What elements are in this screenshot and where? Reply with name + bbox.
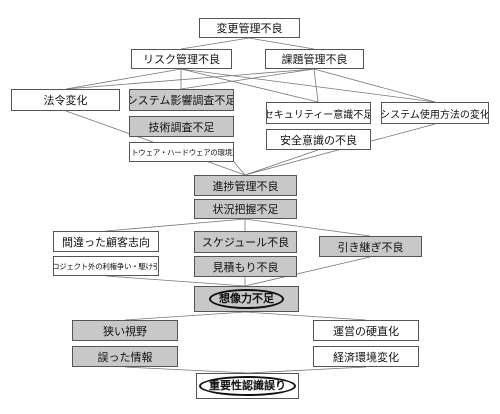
connector-line [244,256,371,287]
node-project-gai-riken-arasoi: プロジェクト外の利権争い・駆け引き [53,256,159,276]
node-project-label: プロジェクト外の利権争い・駆け引き [54,261,158,271]
node-kadai-kanri-furyou: 課題管理不良 [265,49,364,69]
connector-line [248,37,315,50]
node-shinchoku-label: 進捗管理不良 [212,179,279,193]
node-software-label: ソフトウェア・ハードウェアの環境変化 [130,147,233,157]
connector-line [244,311,367,321]
node-juuyousei-label: 重要性認識誤り [199,376,296,396]
node-gijutsu-label: 技術調査不足 [148,120,215,134]
node-machigatta-label: 間違った顧客志向 [62,235,150,249]
node-schedule-furyou: スケジュール不良 [194,231,297,253]
node-system-eikyo-chousa-fusoku: システム影響調査不足 [129,89,234,111]
connector-line [105,218,246,232]
node-schedule-label: スケジュール不良 [201,236,290,249]
connector-line [313,68,436,103]
node-security-ishiki-fusoku: セキュリティー意識不足 [266,102,371,124]
node-semai-shiya: 狭い視野 [72,320,178,341]
node-ayamatta-jouhou: 誤った情報 [72,346,178,367]
node-henkou-label: 変更管理不良 [216,22,283,35]
connector-line [105,275,246,287]
connector-line [180,68,319,103]
node-souzouryoku-fusoku: 想像力不足 [194,286,299,312]
node-hikitsugi-furyou: 引き継ぎ不良 [319,236,422,257]
node-mitsumori-furyou: 見積もり不良 [194,256,297,277]
connector-line [244,149,319,176]
connector-line [233,161,246,176]
node-keizai-label: 経済環境変化 [333,350,399,364]
node-hourei-label: 法令変化 [43,94,88,107]
connector-line [180,68,315,90]
connector-line [313,68,319,103]
connector-line [180,68,436,103]
node-joukyou-haaku-fusoku: 状況把握不足 [194,199,297,219]
connector-line [247,366,367,374]
node-souzou-label: 想像力不足 [209,289,284,309]
node-shinchoku-kanri-furyou: 進捗管理不良 [194,175,297,196]
node-anzen-label: 安全意識の不良 [280,133,357,147]
node-kadai-label: 課題管理不良 [281,53,348,66]
node-unei-koutyokuka: 運営の硬直化 [313,320,419,341]
node-security-label: セキュリティー意識不足 [266,109,371,121]
node-system-eikyo-label: システム影響調査不足 [129,94,234,107]
connector-line [65,68,315,90]
node-keizai-kankyou-henka: 経済環境変化 [313,346,419,367]
node-software-hardware-kankyou-henka: ソフトウェア・ハードウェアの環境変化 [129,142,234,162]
node-anzen-ishiki-furyou: 安全意識の不良 [266,129,371,150]
node-semai-label: 狭い視野 [103,324,147,338]
node-risk-label: リスク管理不良 [143,53,220,66]
node-unei-label: 運営の硬直化 [333,324,399,338]
connector-line [124,311,246,321]
node-ayamatta-label: 誤った情報 [97,350,153,364]
node-hourei-henka: 法令変化 [11,89,120,111]
node-machigatta-kokyaku-shikou: 間違った顧客志向 [53,231,159,252]
connector-line [244,218,371,237]
node-mitsumori-label: 見積もり不良 [212,260,279,274]
node-hikitsugi-label: 引き継ぎ不良 [337,240,404,254]
connector-line [180,37,250,50]
node-joukyou-label: 状況把握不足 [212,203,279,216]
node-system-shiyou-label: システム使用方法の変化 [381,109,489,121]
connector-line [65,68,182,90]
node-juuyousei-ninshiki-ayamari: 重要性認識誤り [196,373,299,399]
node-risk-kanri-furyou: リスク管理不良 [131,49,232,69]
node-henkou-kanri-furyou: 変更管理不良 [199,18,300,38]
connector-line [124,366,249,374]
node-system-shiyou-houhou-henka: システム使用方法の変化 [381,102,489,124]
node-gijutsu-chousa-fusoku: 技術調査不足 [129,116,234,137]
